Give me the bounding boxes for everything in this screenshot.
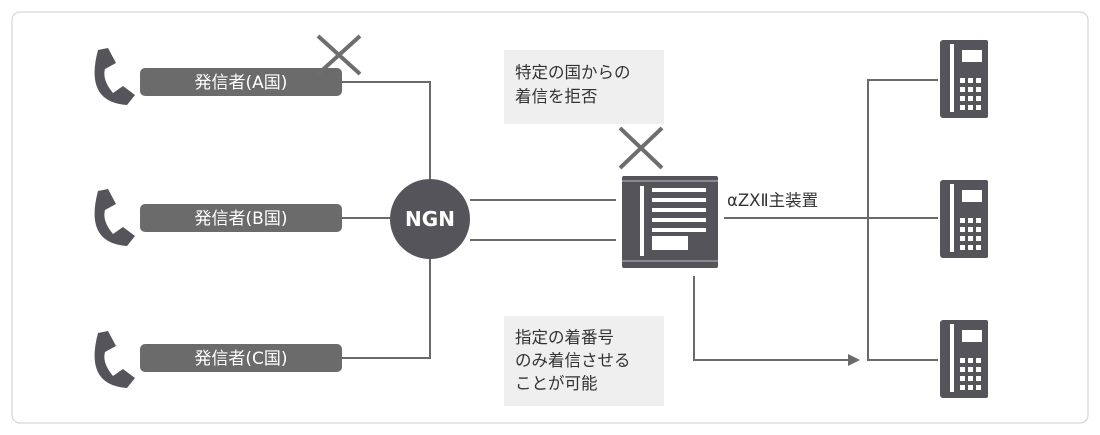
ngn-node: NGN — [390, 179, 470, 259]
desk-phone-icon — [940, 40, 988, 118]
cross-icon — [618, 126, 664, 170]
callout-allow: 指定の着番号 のみ着信させる ことが可能 — [504, 316, 664, 406]
line-caller-a-to-ngn — [342, 81, 431, 180]
callout-allow-line-1: 指定の着番号 — [515, 328, 614, 347]
line-extension-bus — [867, 79, 938, 361]
cross-icon — [316, 34, 362, 76]
callout-allow-bg — [504, 316, 664, 406]
line-pbx-to-allowed — [693, 276, 848, 361]
caller-c-label: 発信者(C国) — [194, 349, 287, 369]
caller-b: 発信者(B国) — [94, 189, 342, 246]
callout-block-line-1: 特定の国からの — [515, 63, 631, 82]
callout-allow-line-3: ことが可能 — [515, 374, 598, 393]
line-caller-c-to-ngn — [342, 258, 431, 359]
desk-phone-icon — [940, 320, 988, 398]
arrow-head-icon — [848, 354, 860, 366]
caller-b-label: 発信者(B国) — [195, 209, 288, 229]
caller-label-bg — [140, 344, 342, 372]
callout-allow-line-2: のみ着信させる — [515, 351, 631, 370]
caller-c: 発信者(C国) — [94, 331, 342, 388]
caller-label-bg — [140, 204, 342, 232]
main-unit-icon — [622, 176, 718, 268]
pbx-label: αZXⅡ主装置 — [727, 191, 818, 210]
ngn-label: NGN — [405, 207, 455, 231]
connection-lines — [342, 79, 938, 366]
callout-block: 特定の国からの 着信を拒否 — [504, 50, 664, 124]
caller-a: 発信者(A国) — [94, 48, 342, 105]
callout-block-bg — [504, 50, 664, 124]
caller-a-label: 発信者(A国) — [195, 73, 288, 93]
ngn-circle — [390, 179, 470, 259]
callout-block-line-2: 着信を拒否 — [515, 87, 598, 106]
diagram-frame — [11, 11, 1089, 424]
desk-phone-icon — [940, 180, 988, 258]
caller-label-bg — [140, 68, 342, 96]
